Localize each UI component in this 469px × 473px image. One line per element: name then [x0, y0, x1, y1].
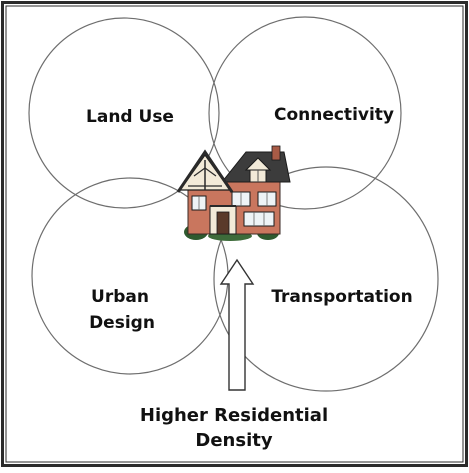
urban-design-label-line1: Urban — [91, 287, 149, 307]
arrow-label-line1: Higher Residential — [140, 405, 328, 426]
transportation-circle — [213, 166, 439, 392]
frame-inner-border — [5, 5, 464, 463]
urban-design-label-line2: Design — [89, 313, 155, 333]
connectivity-circle — [208, 16, 402, 210]
connectivity-label: Connectivity — [274, 105, 394, 125]
up-arrow-icon — [219, 258, 255, 391]
transportation-label: Transportation — [271, 287, 412, 307]
arrow-label-line2: Density — [195, 430, 272, 451]
land-use-circle — [28, 17, 220, 209]
house-icon — [176, 145, 291, 241]
land-use-label: Land Use — [86, 107, 174, 127]
